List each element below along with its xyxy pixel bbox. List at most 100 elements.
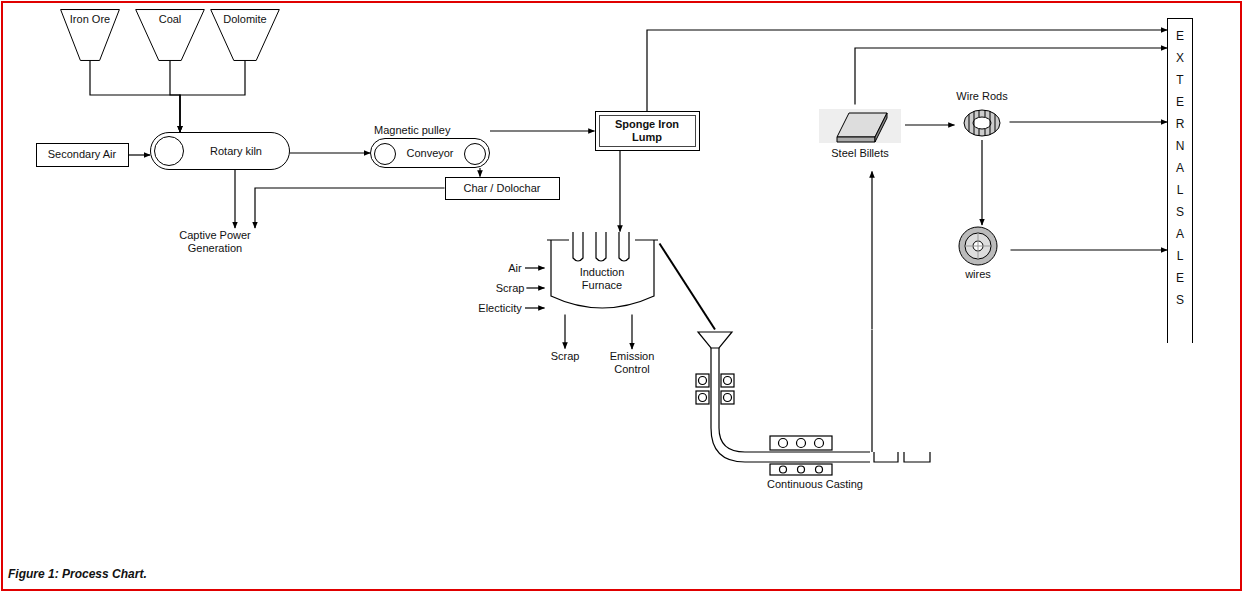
process-box: Secondary Air [36, 143, 129, 167]
drawing-part [959, 227, 997, 265]
node-label: Continuous Casting [694, 478, 936, 491]
input-label: Electicity [475, 301, 525, 316]
flow-arrow [290, 152, 370, 153]
flow-arrow [525, 307, 545, 308]
drawing-part [90, 30, 1167, 349]
drawing-part [959, 227, 997, 265]
flow-arrow [1010, 121, 1168, 122]
input-label: Scrap [494, 281, 527, 296]
figure-caption: Figure 1: Process Chart. [8, 568, 147, 581]
drawing-part [724, 393, 732, 401]
conveyor-belt: Magnetic pulleyConveyor [370, 124, 490, 168]
drawing-part [136, 10, 205, 61]
flow-arrow [981, 140, 982, 225]
node-label: Electicity [477, 302, 523, 315]
drawing-part [770, 436, 832, 450]
drawing-part [573, 232, 629, 261]
drawing-part [964, 110, 1000, 136]
drawing-part [779, 438, 788, 447]
drawing-part [721, 391, 734, 404]
feed-hopper: Dolomite [210, 9, 280, 61]
drawing-part [698, 332, 732, 348]
flow-arrow [490, 130, 595, 131]
drawing-part [816, 466, 823, 473]
product-box: Sponge Iron Lump [595, 111, 700, 151]
drawing-part [154, 136, 184, 166]
drawing-part [690, 330, 940, 495]
node-label: Emission Control [603, 350, 661, 376]
drawing-part [711, 348, 870, 462]
steel-billet: Steel Billets [815, 105, 905, 172]
node-label: Steel Billets [817, 147, 903, 160]
drawing-part [724, 376, 732, 384]
flow-arrow [855, 48, 1167, 105]
flow-arrow [564, 315, 565, 349]
node-label: wires [946, 268, 1011, 281]
feed-hopper: Coal [135, 9, 205, 61]
node-label: Sponge Iron Lump [610, 118, 685, 144]
flow-arrow [631, 315, 632, 350]
flow-arrow [647, 30, 1167, 111]
node-label: Captive Power Generation [157, 229, 273, 255]
node-label: Scrap [496, 282, 525, 295]
node-label: Iron Ore [68, 13, 112, 26]
sales-bracket: EXTERNAL SALES [1167, 18, 1193, 343]
flow-arrow [90, 61, 180, 132]
node-label: Rotary kiln [210, 145, 262, 158]
input-label: Air [505, 261, 525, 276]
drawing-part [875, 113, 887, 142]
wire-rod-coil: Wire Rods [955, 90, 1010, 140]
flow-arrow [255, 188, 445, 228]
drawing-part [696, 374, 709, 387]
drawing-part [374, 143, 396, 165]
drawing-part [815, 105, 905, 172]
drawing-part [819, 109, 901, 143]
flow-arrow [660, 244, 716, 330]
drawing-part [551, 240, 654, 308]
node-label: EXTERNAL SALES [1174, 25, 1186, 311]
drawing-part [819, 109, 901, 143]
drawing-part [721, 374, 734, 387]
drawing-part [547, 232, 658, 308]
part-heading: Magnetic pulley [370, 124, 490, 138]
process-box: Char / Dolochar [445, 177, 560, 200]
node-label: Conveyor [370, 138, 490, 168]
node-label: Secondary Air [45, 148, 120, 161]
input-label: Scrap [549, 349, 582, 364]
feed-hopper: Iron Ore [60, 9, 120, 61]
node-label: Wire Rods [955, 90, 1010, 103]
drawing-part [699, 393, 707, 401]
rotary-kiln: Rotary kiln [150, 132, 290, 170]
drawing-part [871, 330, 872, 452]
flow-arrow [1011, 249, 1168, 250]
drawing-part [965, 233, 991, 259]
induction-furnace: Induction Furnace [545, 232, 660, 315]
drawing-part [547, 239, 658, 240]
flow-arrow [905, 124, 955, 125]
drawing-part [815, 438, 824, 447]
drawing-part [780, 466, 787, 473]
drawing-part [964, 110, 1000, 136]
drawing-part [696, 330, 930, 475]
flow-arrow [871, 172, 872, 330]
output-label: Emission Control [601, 349, 663, 377]
drawing-part [798, 466, 805, 473]
drawing-part [965, 233, 991, 259]
node-label: Induction Furnace [563, 266, 642, 292]
flow-arrow [619, 151, 620, 232]
flow-arrow [234, 170, 235, 228]
drawing-part [797, 438, 806, 447]
drawing-part [874, 452, 930, 462]
continuous-caster: Continuous Casting [690, 330, 940, 495]
flow-arrow [526, 287, 544, 288]
drawing-part [61, 10, 120, 61]
flow-arrow [525, 267, 545, 268]
drawing-part [973, 117, 991, 129]
wire-spool: wires [946, 225, 1011, 285]
flow-arrow [180, 61, 245, 132]
node-label: Air [507, 262, 523, 275]
drawing-part [464, 143, 486, 165]
node-label: Scrap [551, 350, 580, 363]
